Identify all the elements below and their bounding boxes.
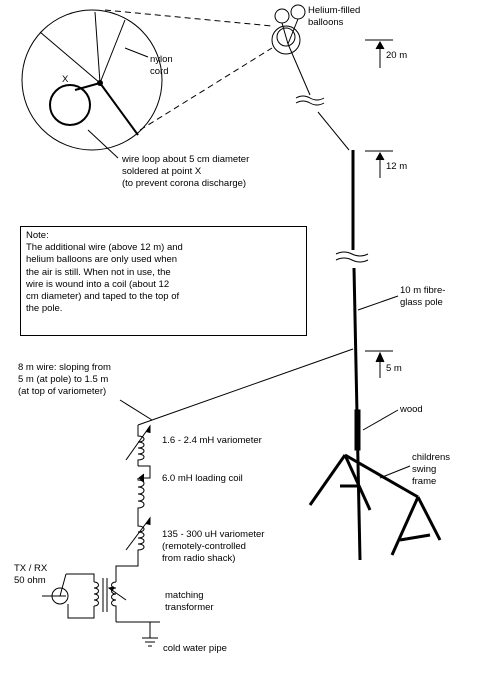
sloping-wire-label-1: 8 m wire: sloping from (18, 362, 111, 373)
inset-guide-line-top (104, 9, 273, 27)
sloping-wire-label-2: 5 m (at pole) to 1.5 m (18, 374, 108, 385)
variometer-2-label-3: from radio shack) (162, 553, 235, 564)
note-line: the pole. (26, 303, 63, 315)
balloon-detail-circle (271, 25, 301, 55)
pole-pointer (357, 295, 399, 311)
height-marker-12m (365, 150, 393, 178)
height-marker-20m (365, 39, 393, 68)
primary-lead-bottom (67, 604, 95, 619)
balloons-label-1: Helium-filled (308, 5, 360, 16)
inset-cord-2 (94, 11, 101, 84)
note-line: The additional wire (above 12 m) and (26, 242, 183, 254)
loading-coil-label: 6.0 mH loading coil (162, 473, 243, 484)
link-to-transformer (115, 558, 139, 582)
inset-circle (21, 9, 163, 151)
balloon-string-2 (287, 18, 299, 45)
balloons-label-2: balloons (308, 17, 344, 28)
balloon-2 (290, 4, 306, 20)
break-mark-upper (295, 95, 325, 106)
swing-frame (308, 453, 442, 556)
matching-label-1: matching (165, 590, 204, 601)
swing-label-3: frame (412, 476, 436, 487)
height-marker-5m (365, 350, 393, 378)
note-line: helium balloons are only used when (26, 254, 178, 266)
variometer-2 (125, 516, 151, 558)
matching-transformer (93, 578, 127, 622)
note-box (20, 226, 307, 336)
wire-loop-label-2: soldered at point X (122, 166, 202, 177)
nylon-cord-pointer (124, 47, 149, 58)
upper-wire (287, 43, 311, 96)
swing-label-1: childrens (412, 452, 450, 463)
inset-cord-1 (39, 31, 101, 84)
txrx-label-1: TX / RX (14, 563, 48, 574)
variometer-2-label-2: (remotely-controlled (162, 541, 246, 552)
matching-label-2: transformer (165, 602, 214, 613)
coil-link (138, 465, 151, 479)
inset-loop-lead (74, 82, 101, 91)
wire-loop-pointer (87, 129, 119, 159)
height-20m-label: 20 m (386, 50, 407, 61)
primary-lead-top (66, 573, 95, 582)
ground-icon (116, 621, 160, 647)
coax-connector-icon (42, 573, 69, 605)
height-12m-label: 12 m (386, 161, 407, 172)
swing-pointer (379, 465, 411, 479)
variometer-2-label-1: 135 - 300 uH variometer (162, 529, 264, 540)
wire-loop-label-1: wire loop about 5 cm diameter (121, 154, 249, 165)
pole-label-1: 10 m fibre- (400, 285, 445, 296)
balloon-string-1 (281, 22, 289, 45)
ground-label: cold water pipe (163, 643, 227, 654)
solder-point (97, 80, 103, 86)
break-mark-pole (335, 251, 369, 263)
wire-loop-label-3: (to prevent corona discharge) (122, 178, 246, 189)
sloping-wire-label-3: (at top of variometer) (18, 386, 106, 397)
balloon-3 (276, 27, 296, 47)
txrx-label-2: 50 ohm (14, 575, 46, 586)
upper-wire-lower (317, 111, 350, 151)
wood-pointer (362, 409, 399, 431)
wire-loop (49, 84, 91, 126)
wood-label: wood (399, 404, 423, 415)
labels: Helium-filled balloons nylon cord X wire… (14, 5, 450, 654)
loading-coil (137, 478, 145, 520)
height-5m-label: 5 m (386, 363, 402, 374)
variometer-1 (125, 424, 151, 466)
note-text: Note: The additional wire (above 12 m) a… (26, 230, 302, 315)
note-line: wire is wound into a coil (about 12 (26, 278, 170, 290)
inset-cord-3 (99, 19, 126, 84)
sloping-wire (137, 348, 354, 426)
balloon-1 (274, 8, 290, 24)
note-line: the air is still. When not in use, the (26, 266, 171, 278)
swing-label-2: swing (412, 464, 436, 475)
inset-guide-line-bottom (139, 47, 273, 131)
point-x-label: X (62, 74, 69, 85)
nylon-cord-label-2: cord (150, 66, 168, 77)
sloping-wire-pointer (119, 399, 153, 421)
note-line: Note: (26, 230, 49, 241)
wood-block (354, 409, 361, 451)
nylon-cord-label-1: nylon (150, 54, 173, 65)
note-line: cm diameter) and taped to the top of (26, 291, 180, 303)
inset-wire (99, 82, 139, 136)
variometer-1-label: 1.6 - 2.4 mH variometer (162, 435, 262, 446)
pole-label-2: glass pole (400, 297, 443, 308)
